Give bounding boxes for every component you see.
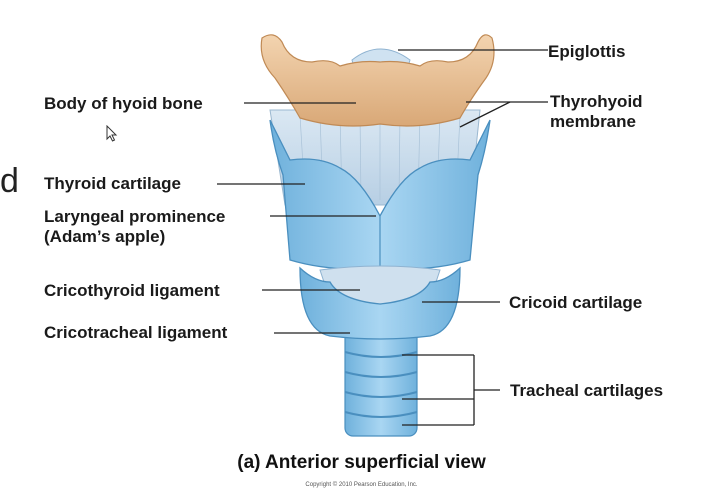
label-laryngeal-prominence: Laryngeal prominence (Adam’s apple): [44, 207, 226, 246]
copyright-notice: Copyright © 2010 Pearson Education, Inc.: [305, 482, 418, 488]
thyroid-cartilage-shape: [269, 119, 491, 270]
label-thyrohyoid-membrane: Thyrohyoid membrane: [550, 92, 643, 131]
label-cricothyroid-ligament: Cricothyroid ligament: [44, 281, 220, 300]
cropped-text-fragment: d: [0, 162, 19, 200]
label-body-of-hyoid-bone: Body of hyoid bone: [44, 94, 203, 113]
label-epiglottis: Epiglottis: [548, 42, 626, 61]
trachea: [344, 329, 418, 437]
label-cricoid-cartilage: Cricoid cartilage: [509, 293, 643, 312]
hyoid-bone-shape: [260, 34, 495, 127]
label-thyroid-cartilage: Thyroid cartilage: [44, 174, 181, 193]
figure-caption: (a) Anterior superficial view: [237, 452, 486, 473]
label-tracheal-cartilages: Tracheal cartilages: [510, 381, 664, 400]
label-cricotracheal-ligament: Cricotracheal ligament: [44, 323, 228, 342]
mouse-pointer-icon: [106, 125, 118, 142]
leader-lines: [217, 49, 548, 426]
